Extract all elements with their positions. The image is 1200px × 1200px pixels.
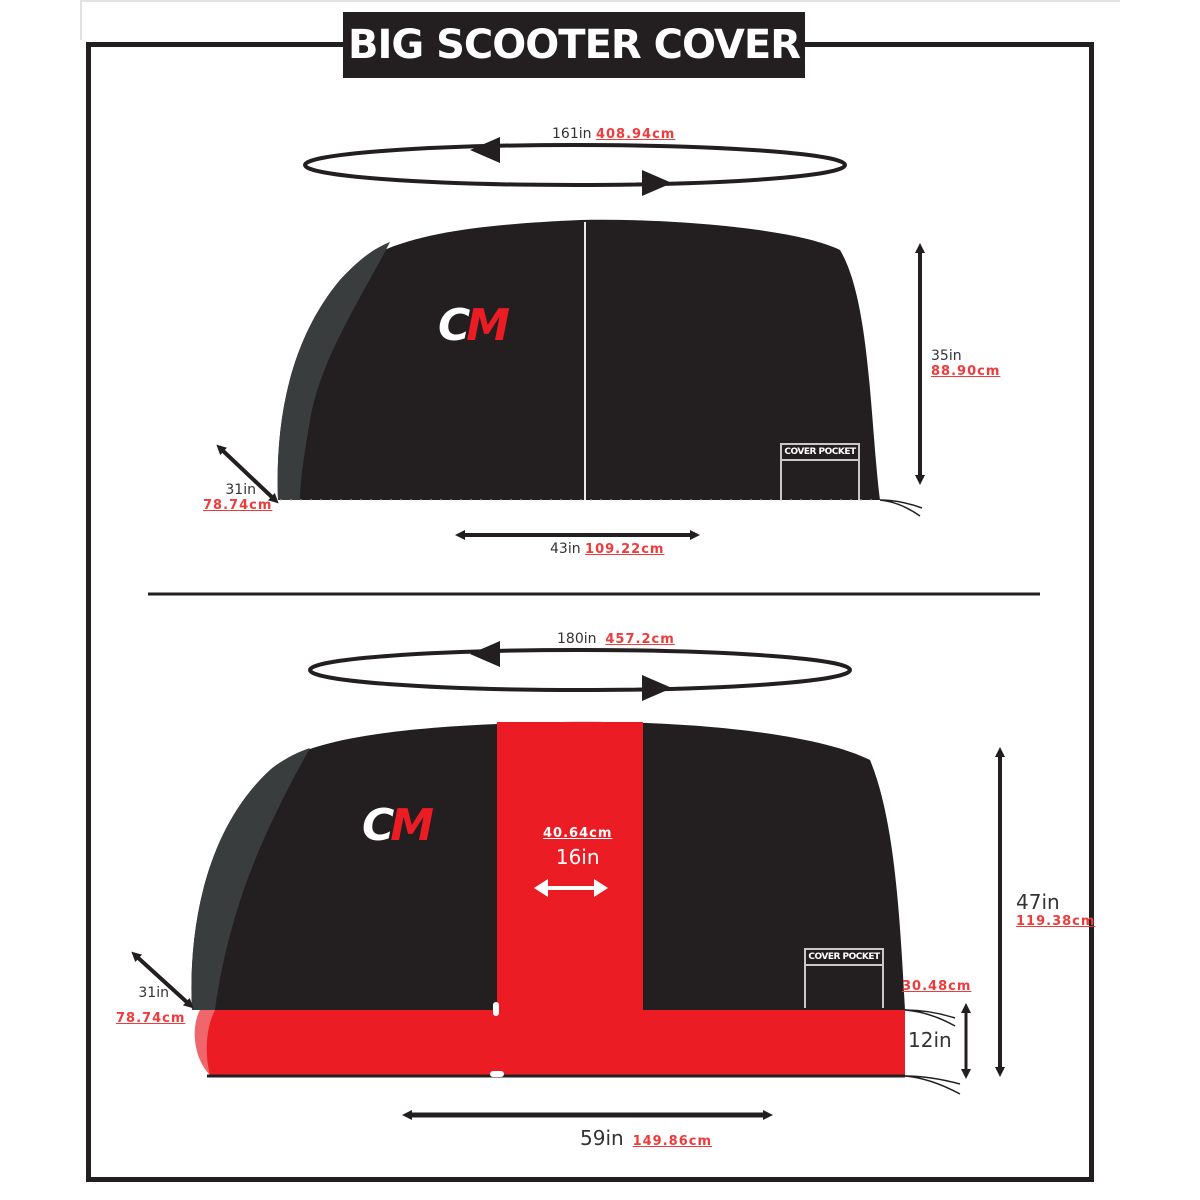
skirt-imperial-label: 12in (908, 1028, 952, 1052)
cm-logo-top: CM (438, 300, 510, 351)
title-banner: BIG SCOOTER COVER (343, 12, 805, 78)
cm-logo-bottom: CM (362, 800, 434, 851)
pocket-label: COVER POCKET (782, 445, 858, 461)
cover-pocket-top: COVER POCKET (780, 443, 860, 500)
bottom-diagonal-label: 31in 78.74cm (116, 985, 186, 1026)
bottom-height-label: 47in 119.38cm (1016, 890, 1096, 929)
skirt-metric-label: 30.48cm (902, 979, 972, 994)
page-edge-left (80, 0, 82, 40)
cover-pocket-bottom: COVER POCKET (804, 948, 884, 1008)
page-title: BIG SCOOTER COVER (347, 22, 801, 68)
top-circumference-label: 161in 408.94cm (552, 126, 676, 142)
bottom-diagonal-arrow (131, 951, 194, 1009)
top-base-label: 43in 109.22cm (550, 541, 665, 557)
center-band-label: 40.64cm 16in (543, 826, 613, 869)
page-edge-top (80, 0, 1120, 2)
top-diagonal-arrow (216, 444, 279, 504)
bottom-base-label: 59in 149.86cm (580, 1126, 713, 1150)
center-band (497, 722, 643, 1012)
top-height-label: 35in 88.90cm (931, 348, 1001, 379)
top-cover-shape (277, 219, 923, 517)
bottom-circumference-ring (308, 641, 852, 701)
bottom-skirt (194, 1010, 905, 1075)
bottom-cover-shape (191, 721, 961, 1095)
pocket-label: COVER POCKET (806, 950, 882, 966)
center-band-arrow (534, 879, 608, 897)
top-diagonal-label: 31in 78.74cm (203, 482, 273, 513)
bottom-circumference-label: 180in 457.2cm (557, 631, 675, 647)
top-circumference-ring (303, 137, 847, 196)
